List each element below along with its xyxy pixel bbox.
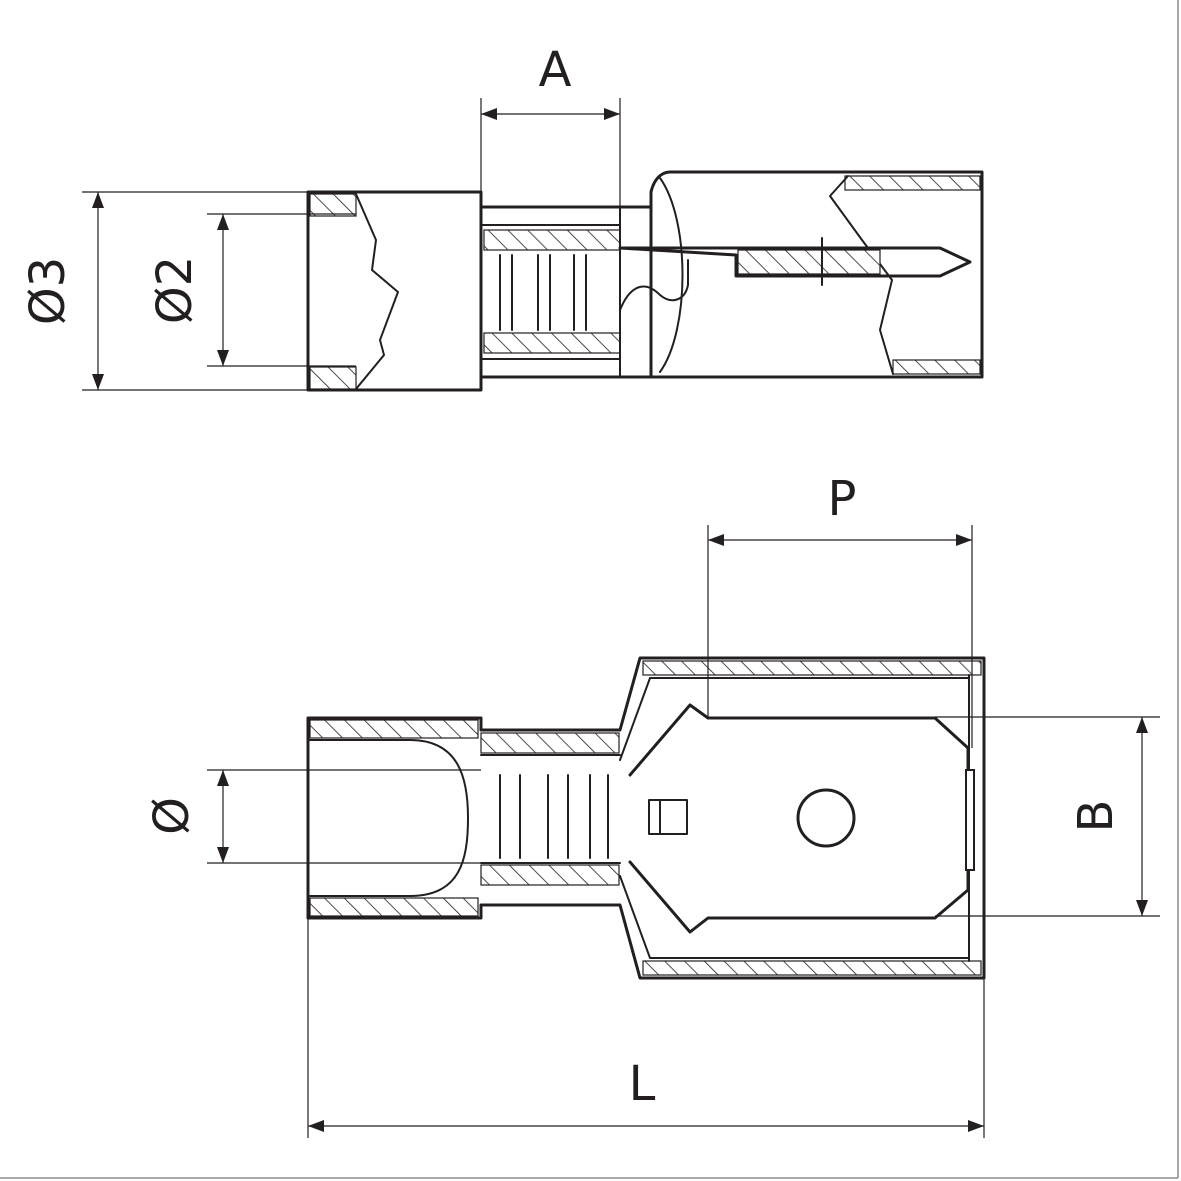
label-o: Ø [144,797,200,835]
label-o3: Ø3 [20,257,76,325]
dimension-a [480,98,621,228]
label-b: B [1068,800,1124,833]
bottom-connector-view [306,656,986,980]
dimension-b [935,716,1160,917]
top-connector-view [306,170,984,392]
dimension-o [207,769,481,864]
label-p: P [828,471,857,527]
dimension-l [307,918,985,1138]
label-o2: Ø2 [147,256,203,324]
dimension-o3 [82,191,308,391]
dimension-o2 [207,213,356,367]
dimension-p [707,525,973,748]
label-a: A [539,42,572,98]
label-l: L [629,1056,656,1112]
